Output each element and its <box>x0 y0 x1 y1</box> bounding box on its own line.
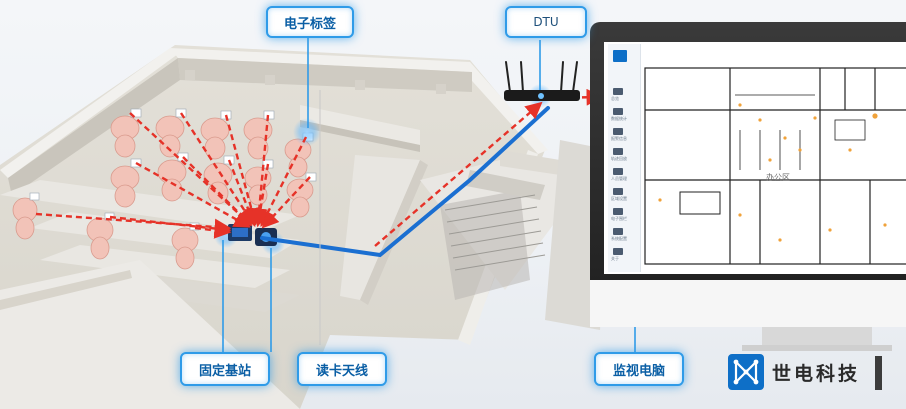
callout-base-station: 固定基站 <box>180 352 270 386</box>
floor-plan <box>644 67 906 265</box>
pig <box>171 227 199 270</box>
callout-rfid-tag: 电子标签 <box>266 6 354 38</box>
brand-mark-icon <box>728 354 764 390</box>
brand-logo: 世电科技 <box>728 354 860 390</box>
base-station <box>228 224 252 241</box>
sidebar-item-overview[interactable]: 总览 <box>611 88 637 102</box>
brand-divider <box>875 356 882 390</box>
signal-paths <box>35 88 604 247</box>
sidebar-item-about[interactable]: 关于 <box>611 248 637 262</box>
pig <box>200 117 230 160</box>
fence-icon <box>613 208 623 215</box>
sidebar-item-people[interactable]: 人员管理 <box>611 168 637 182</box>
sidebar-item-areas[interactable]: 区域设置 <box>611 188 637 202</box>
monitor <box>590 22 906 351</box>
callout-monitor-pc: 监视电脑 <box>594 352 684 386</box>
sidebar-item-config[interactable]: 系统配置 <box>611 228 637 242</box>
callout-reader-antenna: 读卡天线 <box>297 352 387 386</box>
app-sidebar: 总览 数据统计 报警信息 轨迹回放 人员管理 区域设置 电子围栏 系统配置 关于 <box>608 44 641 272</box>
sidebar-item-fence[interactable]: 电子围栏 <box>611 208 637 222</box>
bell-icon <box>613 128 623 135</box>
sidebar-item-stats[interactable]: 数据统计 <box>611 108 637 122</box>
area-icon <box>613 188 623 195</box>
chart-icon <box>613 108 623 115</box>
sidebar-item-track[interactable]: 轨迹回放 <box>611 148 637 162</box>
brand-name: 世电科技 <box>772 362 861 385</box>
pig <box>110 165 140 208</box>
pig <box>244 166 272 206</box>
sidebar-item-alarms[interactable]: 报警信息 <box>611 128 637 142</box>
callout-dtu: DTU <box>505 6 587 38</box>
pig-group <box>12 115 314 270</box>
network-cable <box>260 106 550 258</box>
user-icon <box>613 168 623 175</box>
monitor-screen: 总览 数据统计 报警信息 轨迹回放 人员管理 区域设置 电子围栏 系统配置 关于… <box>608 44 906 272</box>
app-logo-icon <box>613 50 627 62</box>
pig <box>155 115 185 158</box>
floor-plan-markers <box>658 103 887 242</box>
home-icon <box>613 88 623 95</box>
route-icon <box>613 148 623 155</box>
dtu-router <box>504 61 580 101</box>
pig <box>12 197 38 240</box>
gear-icon <box>613 228 623 235</box>
app-logo <box>611 50 637 63</box>
pig <box>110 115 140 158</box>
info-icon <box>613 248 623 255</box>
floorplan-zone-label: 办公区 <box>766 173 790 182</box>
